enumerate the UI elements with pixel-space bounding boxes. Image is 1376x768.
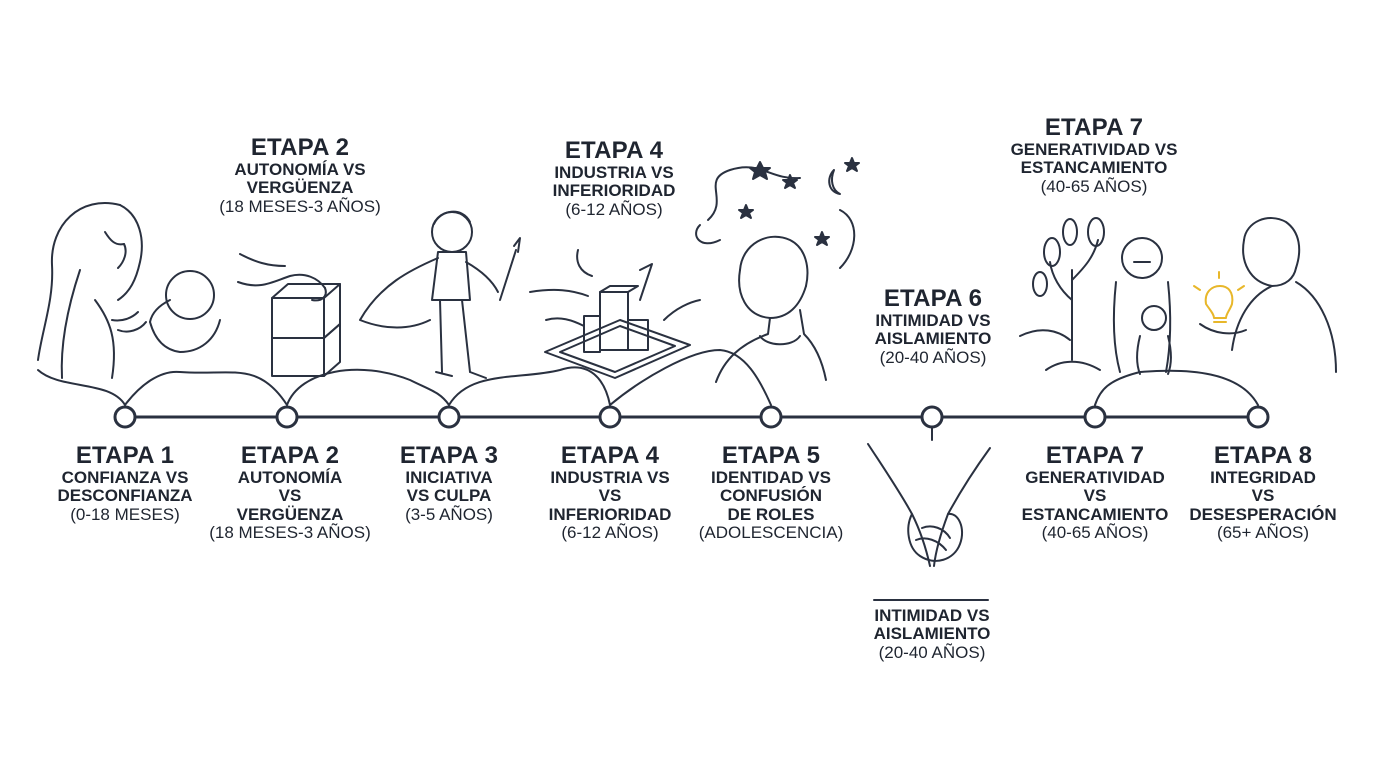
stage-age: (18 MESES-3 AÑOS)	[209, 522, 371, 542]
stage-title: ETAPA 5	[721, 442, 821, 469]
timeline-node-1	[113, 405, 137, 429]
stage-age: (6-12 AÑOS)	[561, 522, 659, 542]
stage-age: (40-65 AÑOS)	[1041, 522, 1149, 542]
stage-age: (3-5 AÑOS)	[405, 504, 493, 524]
upper-label-age: (40-65 AÑOS)	[1040, 176, 1148, 196]
stage-label-1: ETAPA 1 CONFIANZA VS DESCONFIANZA (0-18 …	[45, 443, 205, 524]
stage-label-7: ETAPA 7 GENERATIVIDAD VS ESTANCAMIENTO (…	[1010, 443, 1180, 542]
hands-caption: INTIMIDAD VS AISLAMIENTO (20-40 AÑOS)	[842, 606, 1022, 662]
stage-line: VS	[1251, 486, 1275, 506]
hands-caption-line: INTIMIDAD VS	[874, 606, 990, 625]
stage-line: AUTONOMÍA	[237, 467, 343, 487]
upper-label-line: INDUSTRIA VS	[554, 162, 674, 182]
stage-line: INFERIORIDAD	[548, 504, 672, 524]
upper-label-line: INTIMIDAD VS	[875, 310, 991, 330]
stage-label-2: ETAPA 2 AUTONOMÍA VS VERGÜENZA (18 MESES…	[200, 443, 380, 542]
stage-line: INTEGRIDAD	[1210, 467, 1316, 487]
elder-lightbulb-illustration	[1193, 217, 1337, 373]
upper-label-title: ETAPA 4	[564, 137, 664, 164]
mother-baby-illustration	[37, 202, 221, 379]
stage-line: INDUSTRIA VS	[550, 467, 670, 487]
stage-title: ETAPA 3	[399, 442, 499, 469]
upper-label-age: (20-40 AÑOS)	[879, 347, 987, 367]
stage-line: VS	[278, 486, 302, 506]
stage-line: ESTANCAMIENTO	[1021, 504, 1169, 524]
stage-title: ETAPA 8	[1213, 442, 1313, 469]
stage-age: (0-18 MESES)	[70, 504, 180, 524]
stage-line: IDENTIDAD VS	[711, 467, 831, 487]
stage-title: ETAPA 2	[240, 442, 340, 469]
stage-label-8: ETAPA 8 INTEGRIDAD VS DESESPERACIÓN (65+…	[1178, 443, 1348, 542]
upper-label-line: GENERATIVIDAD VS	[1010, 139, 1178, 159]
timeline-node-7	[1083, 405, 1107, 429]
stage-age: (65+ AÑOS)	[1216, 522, 1310, 542]
upper-label-stage-6: ETAPA 6 INTIMIDAD VS AISLAMIENTO (20-40 …	[833, 286, 1033, 367]
teen-stars-illustration	[695, 157, 860, 383]
building-hands-illustration	[529, 249, 701, 379]
upper-label-stage-2: ETAPA 2 AUTONOMÍA VS VERGÜENZA (18 MESES…	[200, 135, 400, 216]
stage-line: VERGÜENZA	[236, 504, 344, 524]
hands-caption-age: (20-40 AÑOS)	[878, 642, 986, 662]
stage-label-4: ETAPA 4 INDUSTRIA VS VS INFERIORIDAD (6-…	[530, 443, 690, 542]
upper-label-title: ETAPA 7	[1044, 114, 1144, 141]
stage-line: DE ROLES	[727, 504, 815, 524]
stage-title: ETAPA 1	[75, 442, 175, 469]
hands-caption-line: AISLAMIENTO	[873, 624, 991, 644]
upper-label-age: (18 MESES-3 AÑOS)	[219, 196, 381, 216]
stage-line: INICIATIVA	[405, 467, 493, 487]
timeline-node-4	[598, 405, 622, 429]
upper-label-line: AUTONOMÍA VS	[234, 159, 366, 179]
stage-age: (ADOLESCENCIA)	[698, 522, 844, 542]
upper-label-age: (6-12 AÑOS)	[565, 199, 663, 219]
connecting-thread	[37, 349, 1259, 406]
stage-title: ETAPA 4	[560, 442, 660, 469]
upper-label-line: INFERIORIDAD	[552, 181, 676, 201]
timeline-node-5	[759, 405, 783, 429]
stage-line: CONFIANZA VS	[61, 467, 189, 487]
upper-label-stage-4: ETAPA 4 INDUSTRIA VS INFERIORIDAD (6-12 …	[514, 138, 714, 219]
stage-line: GENERATIVIDAD	[1025, 467, 1165, 487]
stage-line: VS	[598, 486, 622, 506]
stage-line: DESESPERACIÓN	[1189, 504, 1337, 524]
stage-line: CONFUSIÓN	[720, 486, 822, 506]
tree-family-illustration	[1019, 217, 1172, 375]
upper-label-stage-7: ETAPA 7 GENERATIVIDAD VS ESTANCAMIENTO (…	[984, 115, 1204, 196]
stage-line: VS CULPA	[406, 486, 492, 506]
blocks-hand-illustration	[237, 253, 341, 377]
stage-line: VS	[1083, 486, 1107, 506]
superhero-child-illustration	[359, 210, 521, 379]
stage-label-5: ETAPA 5 IDENTIDAD VS CONFUSIÓN DE ROLES …	[691, 443, 851, 542]
stage-label-3: ETAPA 3 INICIATIVA VS CULPA (3-5 AÑOS)	[379, 443, 519, 524]
stage-title: ETAPA 7	[1045, 442, 1145, 469]
upper-label-line: VERGÜENZA	[246, 178, 354, 198]
upper-label-title: ETAPA 2	[250, 134, 350, 161]
upper-label-line: AISLAMIENTO	[874, 329, 992, 349]
timeline-node-2	[275, 405, 299, 429]
upper-label-title: ETAPA 6	[883, 285, 983, 312]
stage-line: DESCONFIANZA	[57, 486, 193, 506]
holding-hands-illustration	[867, 415, 991, 601]
timeline-node-6	[920, 405, 944, 429]
timeline-node-3	[437, 405, 461, 429]
upper-label-line: ESTANCAMIENTO	[1020, 158, 1168, 178]
timeline-node-8	[1246, 405, 1270, 429]
